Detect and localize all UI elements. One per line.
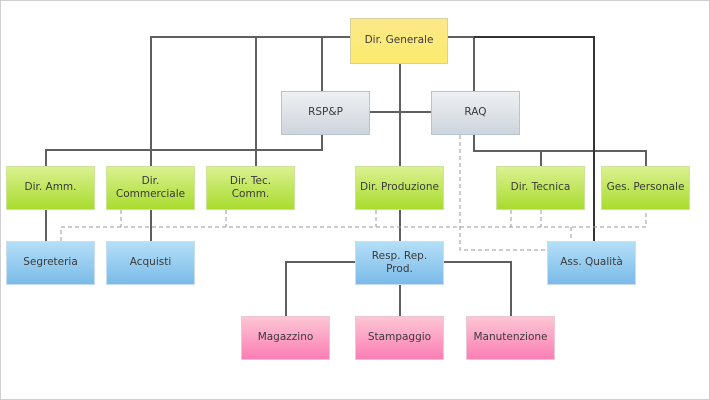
dashed-raq-assqualita	[459, 135, 547, 251]
node-resp-rep-prod[interactable]: Resp. Rep. Prod.	[355, 241, 444, 285]
connector-raq-tecnica	[473, 135, 647, 166]
connector-rspp-diramm	[45, 135, 323, 166]
node-raq[interactable]: RAQ	[431, 91, 520, 135]
node-dir-tec-comm[interactable]: Dir. Tec. Comm.	[206, 166, 295, 210]
connector-generale-assqualita	[474, 36, 595, 241]
connector-resprep-magazzino	[285, 261, 355, 316]
node-acquisti[interactable]: Acquisti	[106, 241, 195, 285]
node-segreteria[interactable]: Segreteria	[6, 241, 95, 285]
node-dir-produzione[interactable]: Dir. Produzione	[355, 166, 444, 210]
connector-resprep-manutenzione	[444, 261, 512, 316]
node-dir-commerciale[interactable]: Dir. Commerciale	[106, 166, 195, 210]
node-dir-amm[interactable]: Dir. Amm.	[6, 166, 95, 210]
node-dir-tecnica[interactable]: Dir. Tecnica	[496, 166, 585, 210]
node-dir-generale[interactable]: Dir. Generale	[350, 18, 448, 64]
node-manutenzione[interactable]: Manutenzione	[466, 316, 555, 360]
node-magazzino[interactable]: Magazzino	[241, 316, 330, 360]
node-ass-qualita[interactable]: Ass. Qualità	[547, 241, 636, 285]
node-ges-personale[interactable]: Ges. Personale	[601, 166, 690, 210]
dashed-segreteria-bus	[60, 210, 647, 241]
connector-generale-left	[150, 36, 350, 166]
connector-generale-raq	[448, 36, 475, 91]
node-rspp[interactable]: RSP&P	[281, 91, 370, 135]
node-stampaggio[interactable]: Stampaggio	[355, 316, 444, 360]
